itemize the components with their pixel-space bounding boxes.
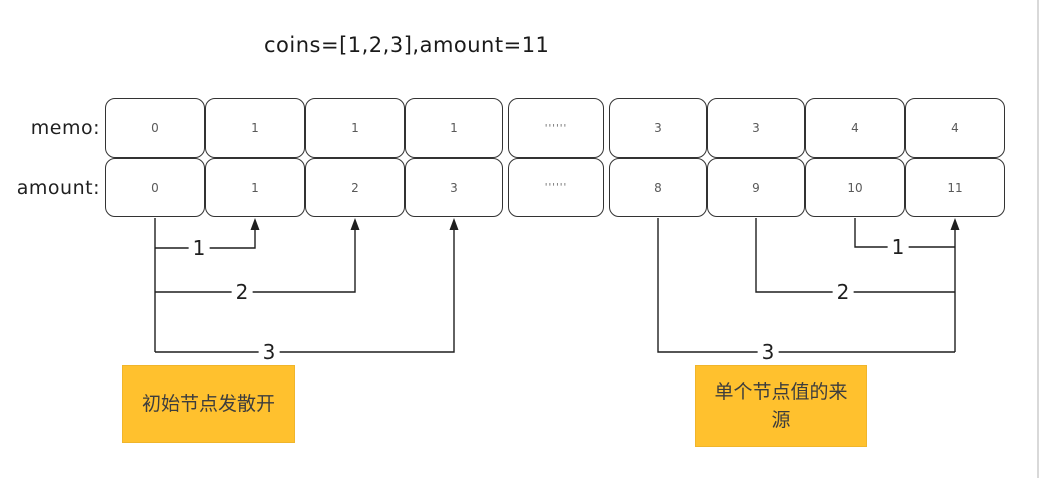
amount-cell-11: 11 bbox=[905, 158, 1005, 217]
memo-cell-9: 3 bbox=[707, 98, 805, 158]
arrowhead-up-icon bbox=[950, 218, 960, 230]
amount-cell-10: 10 bbox=[805, 158, 905, 217]
memo-row-label: memo: bbox=[30, 117, 100, 139]
right-coin-2-label: 2 bbox=[832, 281, 854, 303]
arrowhead-up-icon bbox=[250, 218, 260, 230]
right-branch-2 bbox=[755, 218, 955, 293]
caption-single-node-source: 单个节点值的来源 bbox=[695, 365, 867, 447]
right-branch-1 bbox=[854, 218, 955, 248]
panel-right-border bbox=[1037, 0, 1039, 478]
memo-cell-0: 0 bbox=[105, 98, 205, 158]
left-branch-1 bbox=[155, 229, 256, 249]
memo-cell-2: 1 bbox=[305, 98, 405, 158]
arrowhead-up-icon bbox=[449, 218, 459, 230]
amount-cell-1: 1 bbox=[205, 158, 305, 217]
right-branch-3 bbox=[657, 218, 955, 353]
memo-cell-ellipsis: '''''' bbox=[508, 98, 604, 158]
left-coin-2-label: 2 bbox=[231, 281, 253, 303]
left-branch-3 bbox=[155, 229, 455, 353]
amount-row-label: amount: bbox=[16, 177, 100, 199]
left-coin-3-label: 3 bbox=[258, 341, 280, 363]
arrowhead-up-icon bbox=[350, 218, 360, 230]
left-branch-2 bbox=[155, 229, 356, 293]
amount-cell-8: 8 bbox=[609, 158, 707, 217]
memo-cell-10: 4 bbox=[805, 98, 905, 158]
amount-cell-3: 3 bbox=[405, 158, 503, 217]
memo-cell-3: 1 bbox=[405, 98, 503, 158]
amount-cell-0: 0 bbox=[105, 158, 205, 217]
caption-initial-node-spread: 初始节点发散开 bbox=[122, 365, 295, 443]
memo-cell-1: 1 bbox=[205, 98, 305, 158]
amount-cell-2: 2 bbox=[305, 158, 405, 217]
memo-cell-11: 4 bbox=[905, 98, 1005, 158]
right-coin-3-label: 3 bbox=[757, 341, 779, 363]
right-coin-1-label: 1 bbox=[887, 236, 909, 258]
diagram-title: coins=[1,2,3],amount=11 bbox=[264, 33, 550, 57]
memo-cell-8: 3 bbox=[609, 98, 707, 158]
left-coin-1-label: 1 bbox=[188, 237, 210, 259]
amount-cell-ellipsis: '''''' bbox=[508, 158, 604, 217]
amount-cell-9: 9 bbox=[707, 158, 805, 217]
